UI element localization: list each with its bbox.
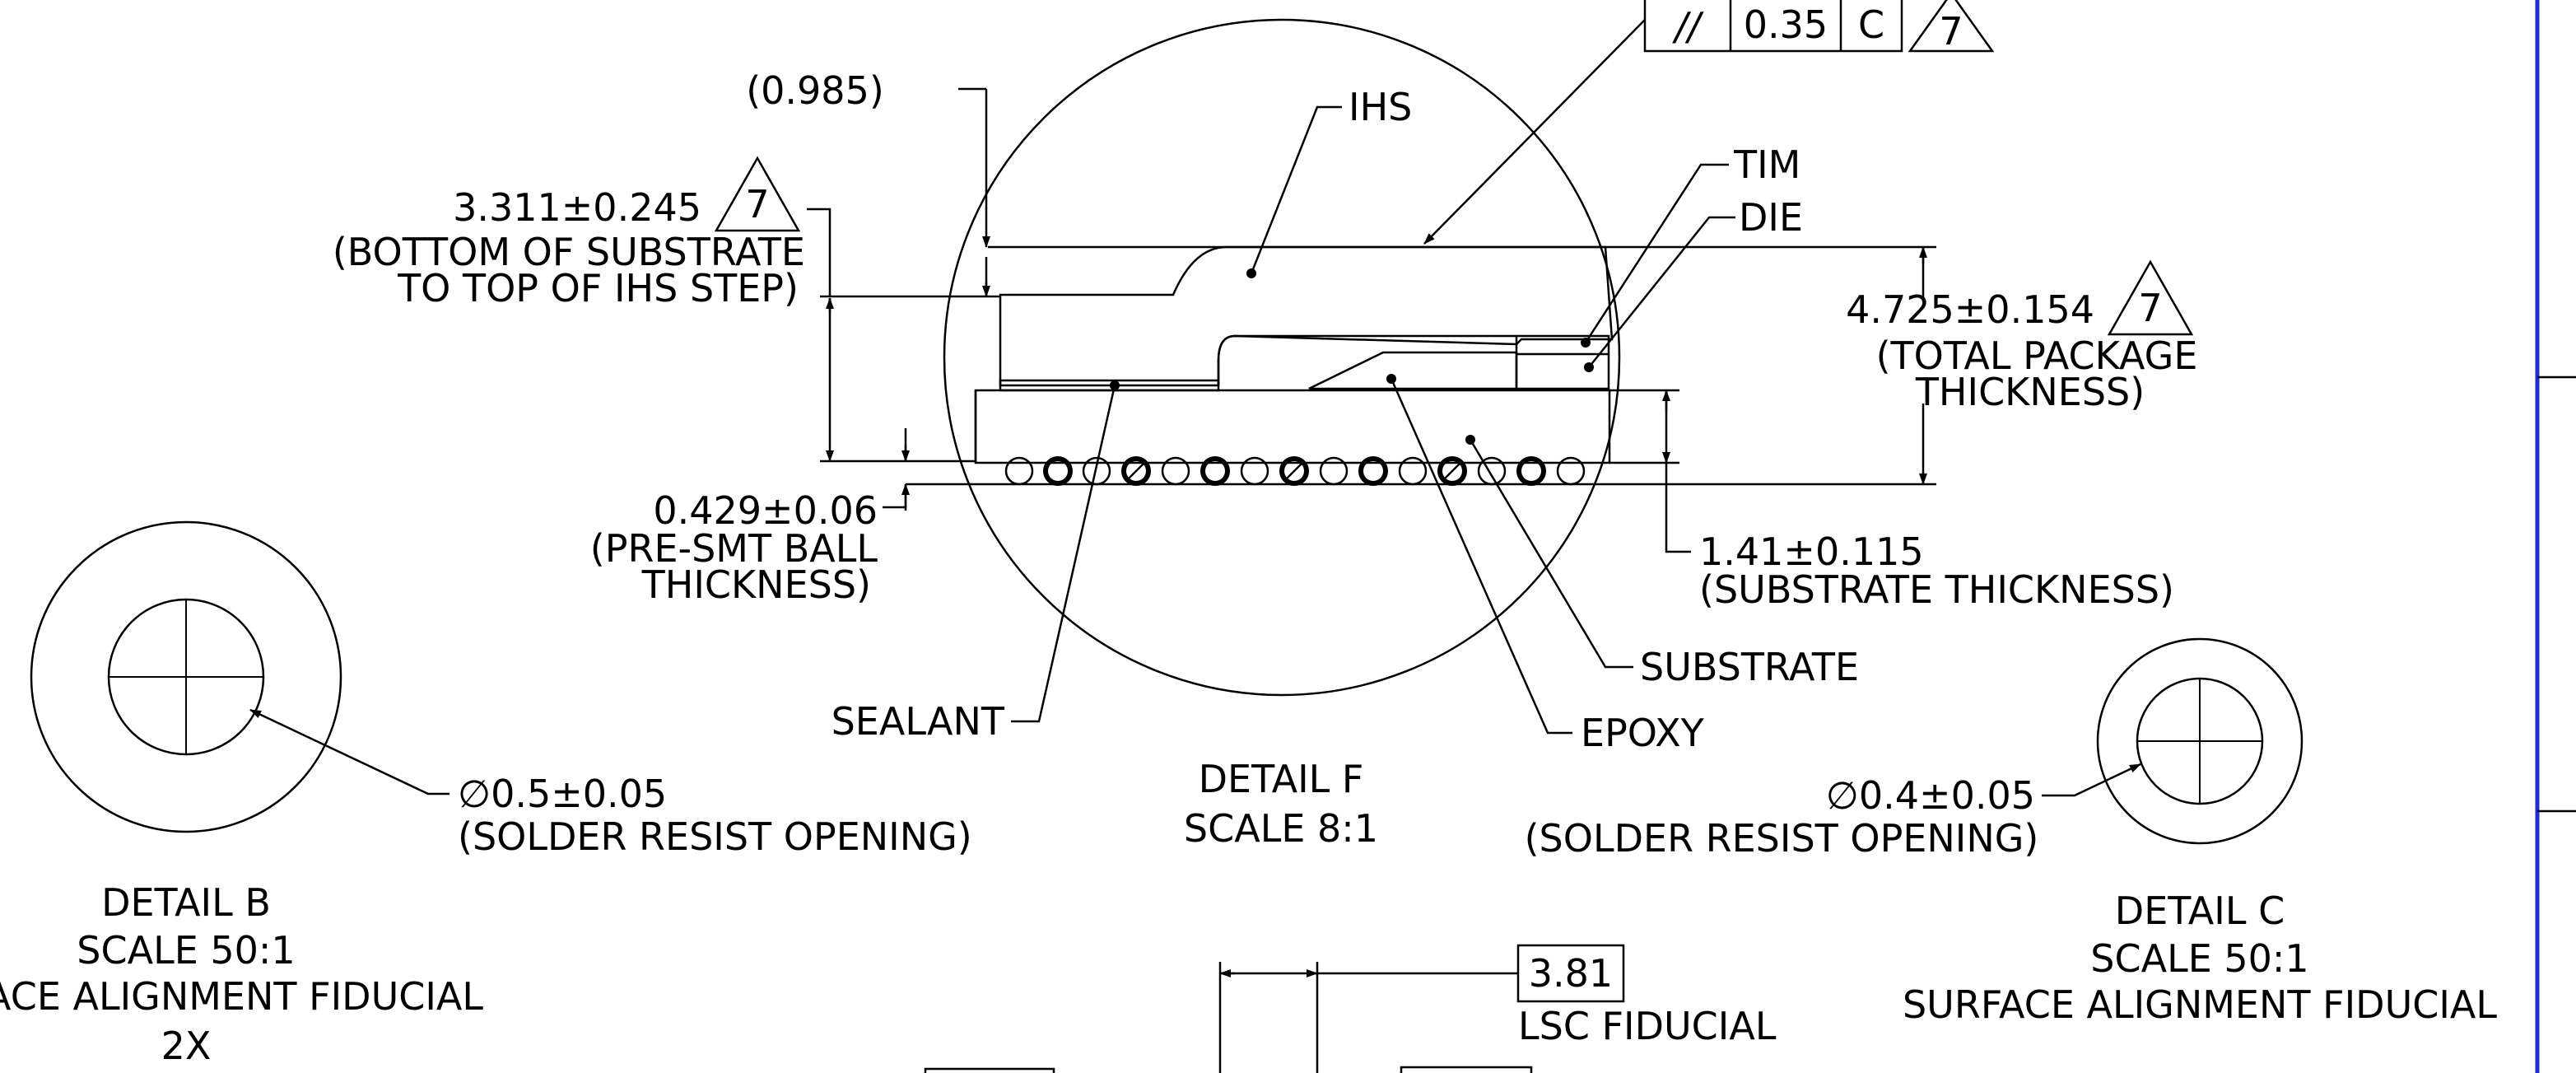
bottom-view: 3.81 LSC FIDUCIAL — [924, 944, 1777, 1073]
detail-c-caption: SURFACE ALIGNMENT FIDUCIAL — [1903, 982, 2497, 1027]
detail-b-desc: (SOLDER RESIST OPENING) — [458, 814, 972, 859]
die-label: DIE — [1739, 195, 1803, 240]
basic-dim-box — [1516, 944, 1625, 1003]
gdt-frame: // 0.35 C 7 — [1423, 0, 1995, 245]
detail-b: ∅0.5±0.05 (SOLDER RESIST OPENING) DETAIL… — [0, 520, 972, 1068]
note-flag-triangle — [1908, 0, 1995, 53]
total-flag-triangle — [2107, 259, 2194, 336]
ball-dim: 0.429±0.06 — [653, 488, 878, 533]
epoxy-label: EPOXY — [1581, 711, 1705, 755]
step-dim: 3.311±0.245 — [453, 185, 701, 230]
detail-c-dim: ∅0.4±0.05 — [1826, 773, 2035, 818]
detail-b-dim: ∅0.5±0.05 — [458, 772, 667, 816]
detail-f-title: DETAIL F — [1199, 757, 1364, 801]
detail-b-scale: SCALE 50:1 — [77, 928, 295, 973]
substrate-dim: 1.41±0.115 — [1699, 530, 1924, 574]
detail-c-scale: SCALE 50:1 — [2090, 936, 2308, 981]
detail-f: (0.985) IHS TIM DIE 3.311±0.245 7 (BOTTO… — [333, 18, 2198, 851]
total-flag: 7 — [2138, 286, 2162, 330]
basic-dim: 3.81 — [1529, 951, 1613, 996]
detail-b-outer-circle — [30, 520, 342, 833]
epoxy-section — [1308, 351, 1518, 390]
step-desc-2: TO TOP OF IHS STEP) — [397, 266, 799, 310]
substrate-section — [974, 389, 1611, 464]
substrate-label: SUBSTRATE — [1640, 645, 1859, 689]
fiducial-label: LSC FIDUCIAL — [1518, 1004, 1777, 1048]
step-flag-triangle — [714, 156, 801, 232]
ref-dim: (0.985) — [746, 68, 884, 113]
sealant-label: SEALANT — [831, 699, 1005, 744]
total-desc-1: (TOTAL PACKAGE — [1876, 334, 2198, 378]
detail-f-scale: SCALE 8:1 — [1184, 806, 1378, 851]
gdt-datum: C — [1858, 2, 1884, 47]
parallel-symbol: // — [1672, 4, 1704, 49]
detail-c-title: DETAIL C — [2115, 889, 2285, 933]
gdt-note-flag: 7 — [1939, 9, 1963, 54]
detail-b-title: DETAIL B — [101, 880, 271, 925]
total-dim: 4.725±0.154 — [1846, 287, 2094, 332]
step-desc-1: (BOTTOM OF SUBSTRATE — [333, 230, 805, 274]
total-desc-2: THICKNESS) — [1915, 370, 2145, 414]
ihs-label: IHS — [1349, 85, 1412, 129]
detail-c: ∅0.4±0.05 (SOLDER RESIST OPENING) DETAIL… — [1525, 637, 2497, 1027]
detail-c-desc: (SOLDER RESIST OPENING) — [1525, 816, 2039, 861]
drawing-frame — [2535, 0, 2576, 1073]
ball-desc-1: (PRE-SMT BALL — [590, 526, 878, 571]
tim-label: TIM — [1733, 142, 1800, 187]
detail-f-circle — [943, 18, 1621, 697]
ihs-section — [999, 245, 1614, 387]
substrate-desc: (SUBSTRATE THICKNESS) — [1699, 567, 2174, 612]
step-flag: 7 — [745, 182, 769, 226]
detail-c-outer-circle — [2096, 637, 2303, 845]
die-section — [1515, 334, 1610, 390]
detail-b-caption: SURFACE ALIGNMENT FIDUCIAL — [0, 974, 483, 1019]
ball-desc-2: THICKNESS) — [641, 562, 871, 607]
gdt-tolerance: 0.35 — [1744, 2, 1828, 47]
detail-b-qty: 2X — [161, 1024, 212, 1068]
